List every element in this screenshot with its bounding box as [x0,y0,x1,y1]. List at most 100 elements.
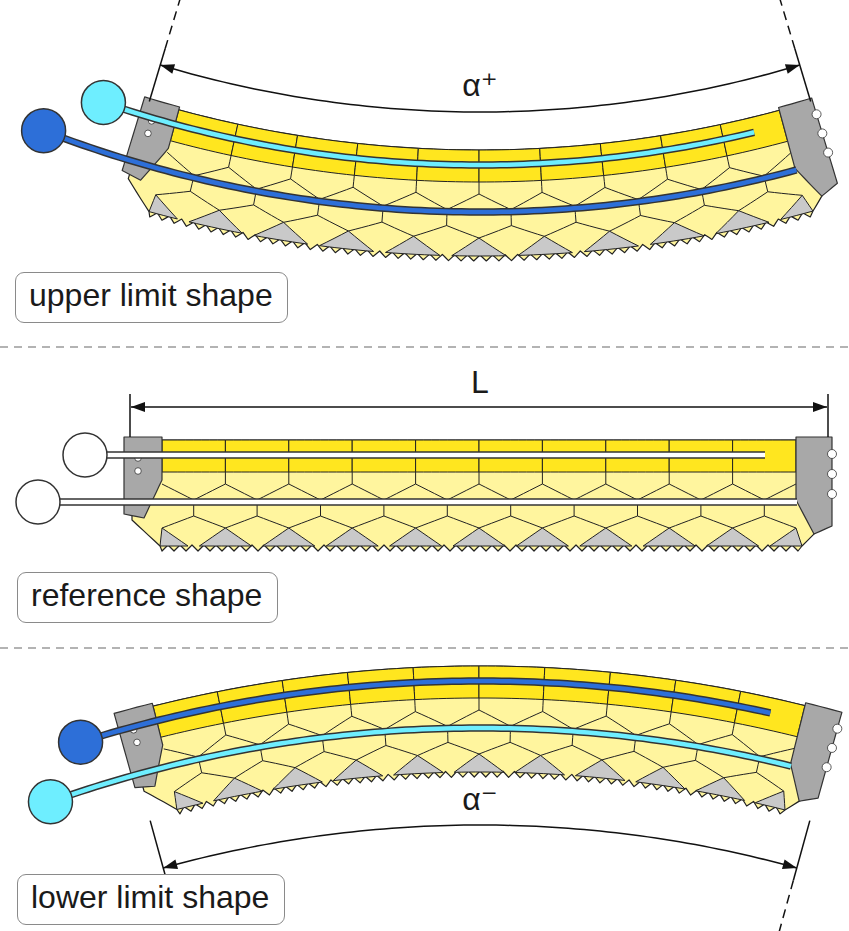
arrowhead [785,64,800,74]
cell-line [542,472,543,484]
cell-line [606,704,607,716]
angle-label: α⁺ [462,68,497,103]
grey-triangle [518,236,572,255]
rod [103,102,754,165]
extension-line [150,821,166,879]
caption-box: lower limit shape [17,874,285,925]
cell-line [478,698,479,710]
grey-triangle [452,238,506,256]
extension-line [129,394,131,437]
grey-triangle [453,528,505,546]
rod-outline [103,102,754,165]
dimension-line [131,406,827,408]
rod-outline [81,681,771,742]
grey-triangle [516,528,568,546]
rod [85,453,765,458]
cell-line [669,712,671,724]
grey-triangle [174,792,203,810]
cap-notch [812,110,821,119]
rod-knob [63,433,107,477]
grey-triangle [214,778,263,801]
extension-line [776,0,795,49]
rod-knob [16,480,60,524]
cell-line [351,704,352,716]
grey-triangle [326,528,378,546]
cell-line [541,180,543,192]
extension-line [773,880,794,931]
grey-triangle [643,528,695,546]
cell-line [669,472,670,484]
rod [38,500,797,505]
end-cap [790,703,841,801]
cap-hole [145,130,152,137]
rod-knob [81,80,125,124]
arrowhead [782,859,797,869]
grey-triangle [716,211,769,234]
cell-line [727,156,730,168]
caption-box: upper limit shape [15,272,288,323]
dimension-label: L [471,365,489,400]
cell-line [287,712,289,724]
grey-triangle [385,236,439,255]
cell-line [353,175,354,187]
strip-body [128,102,831,261]
grey-triangle [199,528,251,546]
cell-line [162,516,796,528]
cap-notch [822,763,831,772]
cell-line [732,472,733,484]
strip [22,80,838,261]
extension-line [795,49,811,102]
angle-arc [160,65,800,112]
strip [16,433,837,551]
rod-outline [38,498,797,506]
grey-triangle [696,778,745,801]
separator [0,647,849,649]
cell-line [604,176,605,188]
extension-line [793,821,809,881]
cap-hole [134,739,141,746]
cell-line [225,472,226,484]
grey-triangle [160,528,188,546]
caption-box: reference shape [17,572,278,623]
cell-line [352,472,353,484]
grey-triangle [707,528,759,546]
rod-outline [44,131,797,212]
end-cap [796,437,832,534]
cell-line [229,155,232,167]
grey-triangle [273,768,322,790]
cap-notch [828,450,837,459]
strip [28,666,841,824]
grey-triangle [254,222,308,244]
extension-line [149,49,165,102]
cell-line [479,472,480,484]
rod [50,728,791,802]
grey-triangle [319,231,373,251]
rod-knob [22,109,66,153]
rod-outline [50,728,791,802]
cap-notch [824,148,833,157]
arrowhead [813,402,827,412]
cell-line [291,167,293,179]
grey-triangle [263,528,315,546]
grey-triangle [636,767,685,789]
grey-triangle [580,528,632,546]
extension-line [165,0,184,49]
separator [0,346,849,348]
arrowhead [131,402,145,412]
cap-notch [818,129,827,138]
angle-arc [163,825,797,868]
grey-triangle [149,195,177,219]
cap-notch [833,724,842,733]
angle-label: α⁻ [462,782,497,817]
caption-text: lower limit shape [31,878,269,916]
extension-line [827,394,829,437]
cap-notch [828,470,837,479]
grey-triangle [755,791,785,810]
caption-text: reference shape [31,576,262,614]
rod-knob [59,720,103,764]
cell-line [605,472,606,484]
cell-line [732,723,734,735]
end-cap [124,437,162,518]
grey-triangle [650,223,704,245]
